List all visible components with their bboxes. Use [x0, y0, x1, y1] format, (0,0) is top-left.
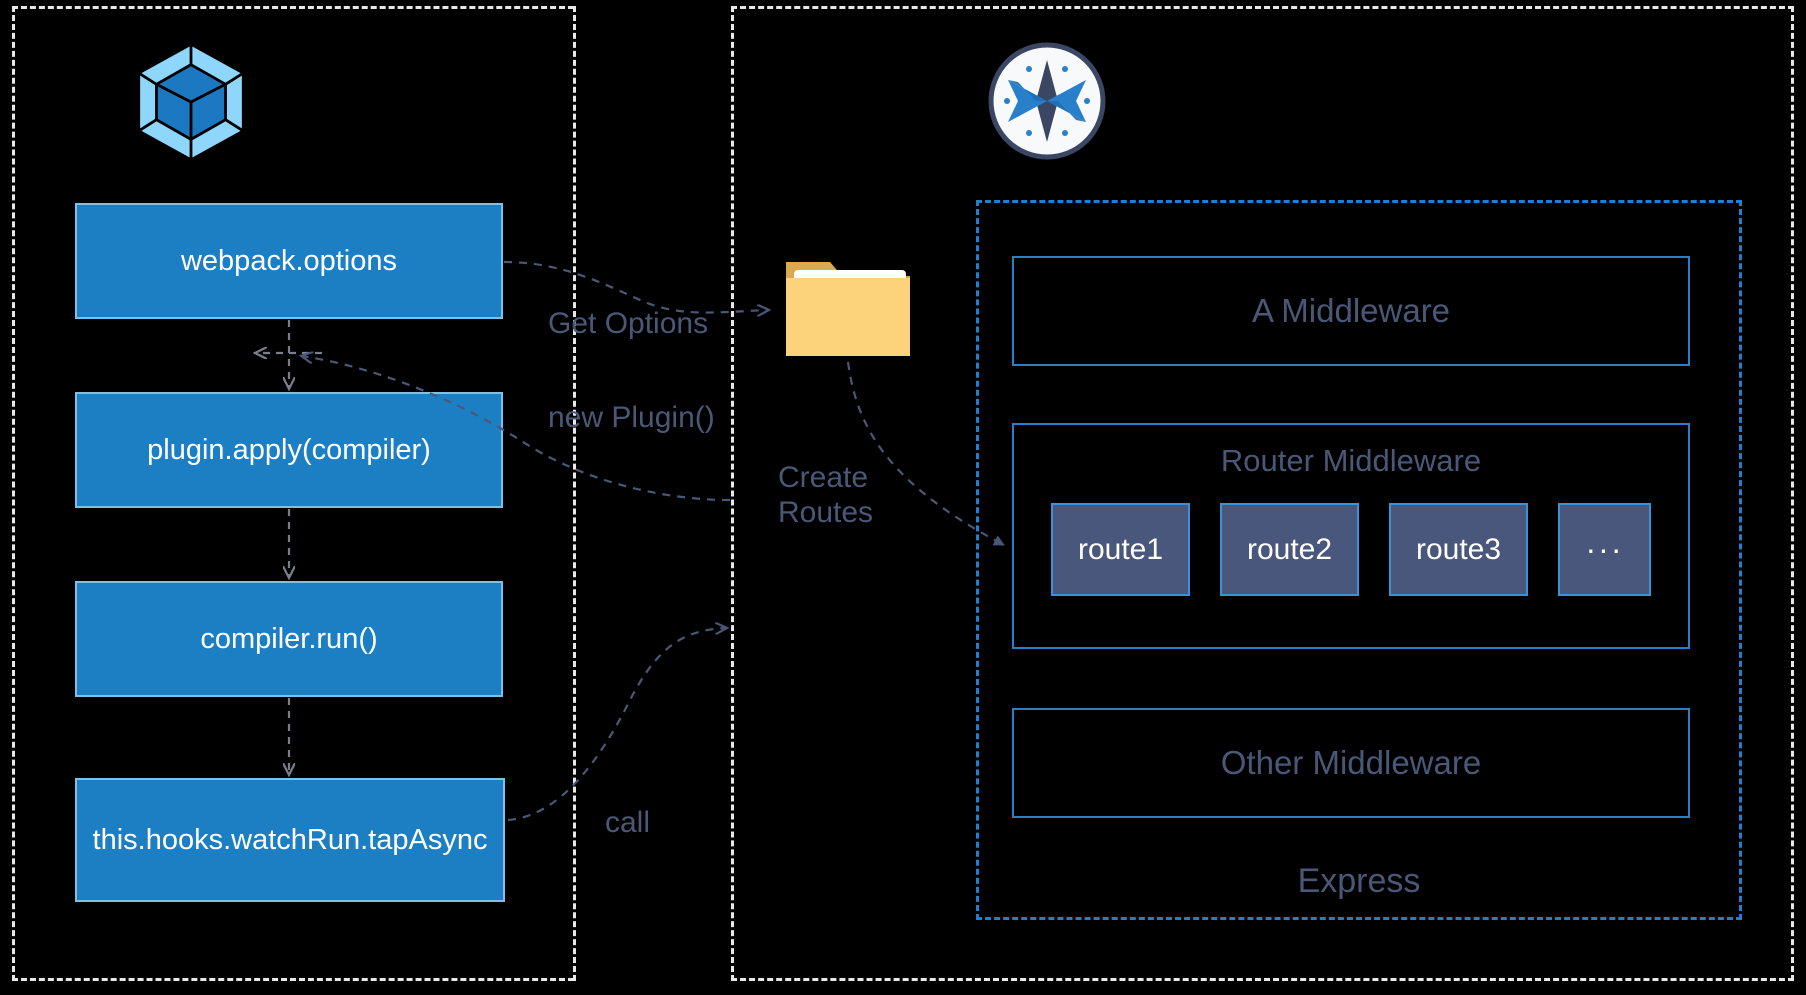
routes-row: route1 route2 route3 ···	[1014, 503, 1688, 596]
label-call: call	[605, 806, 651, 839]
express-logo	[988, 42, 1106, 160]
express-container-label: Express	[1297, 862, 1421, 900]
middleware-a[interactable]: A Middleware	[1012, 256, 1690, 366]
webpack-step-box[interactable]: this.hooks.watchRun.tapAsync	[75, 778, 505, 902]
right-region-frame	[731, 6, 1794, 981]
express-container: Express	[976, 200, 1742, 920]
router-middleware[interactable]: Router Middleware route1 route2 route3 ·…	[1012, 423, 1690, 649]
middleware-other[interactable]: Other Middleware	[1012, 708, 1690, 818]
folder-icon	[784, 248, 912, 360]
route-box[interactable]: route3	[1389, 503, 1528, 596]
route-box[interactable]: route1	[1051, 503, 1190, 596]
webpack-step-box[interactable]: plugin.apply(compiler)	[75, 392, 503, 508]
route-box[interactable]: route2	[1220, 503, 1359, 596]
label-new-plugin: new Plugin()	[548, 401, 715, 434]
router-middleware-title: Router Middleware	[1220, 443, 1482, 478]
label-get-options: Get Options	[548, 307, 709, 340]
region-divider-left	[573, 6, 576, 981]
left-region-frame	[12, 6, 574, 981]
route-box-more[interactable]: ···	[1558, 503, 1651, 596]
webpack-step-box[interactable]: compiler.run()	[75, 581, 503, 697]
label-create-routes: Create Routes	[778, 461, 874, 530]
region-divider-right	[731, 6, 734, 981]
webpack-step-box[interactable]: webpack.options	[75, 203, 503, 319]
webpack-logo	[135, 42, 247, 162]
